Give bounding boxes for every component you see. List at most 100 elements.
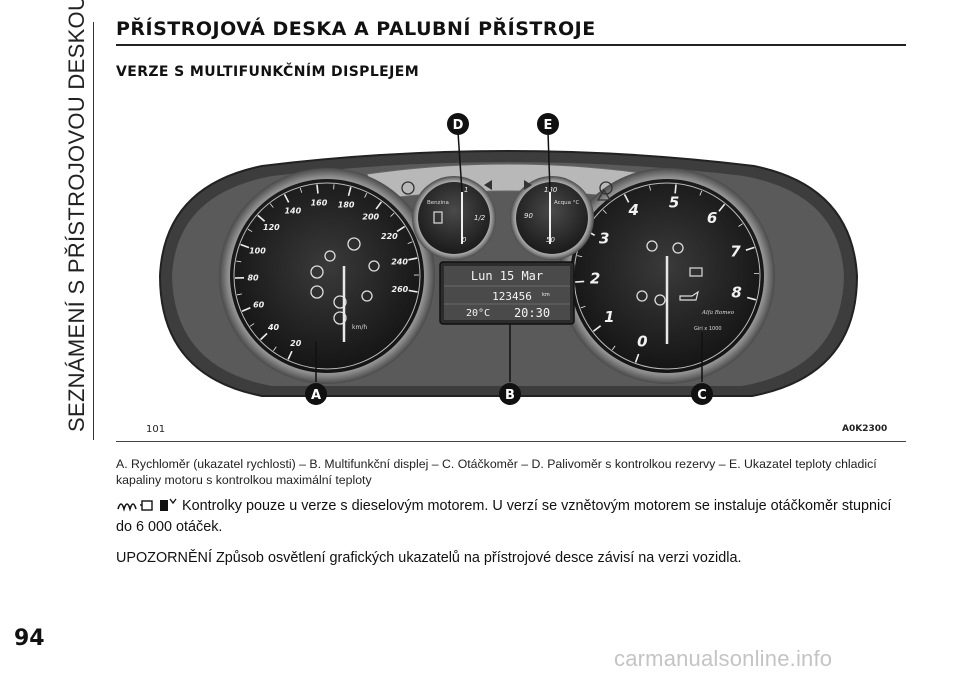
figure-rule (116, 441, 906, 442)
speedometer-tick-label: 160 (311, 198, 328, 207)
speedometer-tick (407, 241, 413, 244)
tacho-warning-icon (672, 242, 684, 254)
tachometer-tick-label: 7 (730, 243, 741, 261)
speedometer-tick (408, 257, 418, 261)
temp-tick-130: 130 (544, 186, 558, 194)
diesel-note-paragraph: Kontrolky pouze u verze s dieselovým mot… (116, 496, 908, 538)
fuel-pump-icon (433, 211, 443, 224)
tachometer-unit: Giri x 1000 (694, 326, 722, 332)
fuel-gauge: Benzina 1 1/2 0 (412, 176, 496, 260)
speedometer-tick-label: 80 (247, 274, 259, 283)
tachometer-tick (575, 280, 585, 283)
temp-tick-90: 90 (524, 212, 533, 220)
callout-b-label: B (505, 388, 515, 403)
speedometer-tick (347, 186, 352, 197)
display-odometer: 123456 (492, 290, 532, 303)
speedometer-tick-label: 20 (290, 339, 302, 348)
temp-gauge-label: Acqua °C (554, 200, 580, 206)
display-odometer-unit: km (542, 292, 550, 298)
speedometer-tick-label: 200 (362, 212, 379, 221)
callout-c (691, 383, 713, 405)
callout-a (305, 383, 327, 405)
speedo-warning-icon (333, 295, 347, 309)
warning-triangle-icon (596, 188, 612, 201)
speedometer-tick-label: 240 (391, 258, 408, 267)
oil-can-icon (679, 290, 699, 301)
speedometer-ticks (235, 184, 419, 360)
tachometer-tick (577, 255, 583, 258)
page-subtitle: VERZE S MULTIFUNKČNÍM DISPLEJEM (116, 64, 420, 80)
speedometer-tick (249, 323, 255, 327)
speedometer-unit: km/h (352, 324, 367, 331)
speedometer-tick-label: 100 (249, 247, 266, 256)
speedometer-tick (269, 203, 274, 208)
warning-note: UPOZORNĚNÍ Způsob osvětlení grafických u… (116, 550, 742, 566)
speedometer-tick-label: 180 (338, 201, 355, 210)
fuel-gauge-label: Benzina (427, 200, 449, 206)
speedometer-tick-label: 60 (253, 300, 265, 309)
speedometer-tick-label: 40 (267, 323, 280, 332)
figure-code: A0K2300 (842, 424, 888, 434)
tachometer-tick-label: 0 (637, 333, 647, 351)
tachometer-tick-label: 8 (731, 284, 741, 302)
diesel-warning-icons (117, 498, 177, 512)
tachometer-tick (674, 184, 677, 194)
speedometer-tick (273, 346, 277, 352)
tachometer-tick-label: 2 (590, 270, 600, 288)
speedometer-tick (259, 332, 268, 341)
tachometer-tick-label: 3 (599, 230, 609, 248)
speedometer-tick (247, 228, 253, 233)
speedometer-tick (241, 307, 251, 312)
tachometer-tick (718, 203, 726, 212)
page-number: 94 (14, 626, 45, 651)
speedometer-tick-label: 120 (263, 223, 280, 232)
tachometer-tick (634, 353, 640, 363)
water-in-fuel-icon (140, 500, 153, 511)
speedometer-tick (287, 350, 293, 360)
speedo-warning-icon (333, 311, 347, 325)
tachometer-tick-label: 5 (669, 193, 679, 211)
tacho-warning-icon (646, 240, 658, 252)
section-title-vertical: SEZNÁMENÍ S PŘÍSTROJOVOU DESKOU (64, 0, 89, 432)
tachometer-brand: Alfa Romeo (701, 310, 735, 316)
speedometer-tick (396, 225, 406, 233)
tachometer-tick (602, 209, 607, 214)
fuel-tick-1: 1 (464, 186, 468, 194)
tachometer-tick (649, 185, 651, 191)
tachometer-tick (592, 325, 602, 332)
display-date: Lun 15 Mar (471, 269, 543, 283)
tachometer-tick (738, 223, 743, 227)
tachometer-tick (745, 246, 755, 251)
speedometer-tick (408, 289, 418, 293)
figure-number: 101 (146, 424, 166, 435)
callout-d (447, 113, 469, 135)
speedometer-tick (236, 260, 242, 263)
speedo-warning-icon (310, 285, 324, 299)
tacho-warning-icon (654, 294, 666, 306)
speedometer-tick (316, 184, 319, 194)
speedometer-tick-label: 220 (381, 232, 398, 241)
speedo-warning-icon (310, 265, 324, 279)
diesel-note-text: Kontrolky pouze u verze s dieselovým mot… (116, 498, 892, 535)
speedometer-tick (375, 201, 383, 210)
speedometer-tick (299, 187, 303, 193)
glow-plug-icon (117, 503, 137, 512)
tachometer-tick (623, 194, 630, 203)
speedometer-tick (240, 243, 250, 249)
title-rule (116, 44, 906, 46)
speedometer-tick (364, 192, 368, 198)
dpf-icon (160, 498, 177, 511)
speedometer-tick-label: 260 (392, 285, 409, 294)
temperature-gauge: Acqua °C 130 90 50 (510, 176, 594, 260)
callout-c-label: C (697, 388, 707, 403)
figure-caption: A. Rychloměr (ukazatel rychlosti) – B. M… (116, 457, 877, 487)
fog-light-icon (401, 181, 415, 195)
tachometer-tick (611, 345, 616, 351)
tachometer-tick (699, 190, 703, 196)
callout-b (499, 383, 521, 405)
tachometer-tick (746, 296, 757, 301)
